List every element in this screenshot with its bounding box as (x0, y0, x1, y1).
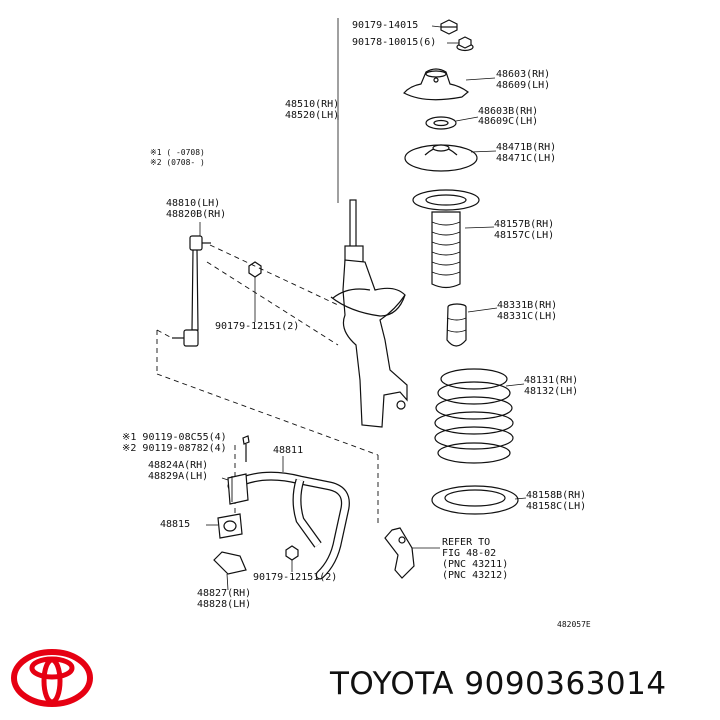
label-boot-b: 48157C(LH) (494, 230, 555, 241)
label-mount-b: 48609(LH) (496, 80, 551, 91)
label-bar-nut: 90179-12151(2) (253, 572, 338, 583)
dust-boot-part (412, 189, 495, 289)
brand-part-number: TOYOTA 9090363014 (330, 666, 667, 702)
top-flange-nut-part (456, 36, 474, 52)
label-boot-a: 48157B(RH) (494, 219, 555, 230)
figure-code: 482057E (557, 620, 591, 629)
strut-bearing-part (425, 116, 479, 130)
label-strut-a: 48510(RH) (285, 99, 340, 110)
note-2: ※2 (0708- ) (150, 158, 205, 167)
lower-spring-insulator-part (431, 485, 527, 515)
stabilizer-link-part (172, 222, 211, 347)
stabilizer-bracket-part (213, 551, 247, 591)
bracket-bolt-part (242, 435, 250, 462)
refer-line-1: REFER TO (442, 537, 491, 548)
refer-line-2: FIG 48-02 (442, 548, 497, 559)
label-link-nut: 90179-12151(2) (215, 321, 300, 332)
refer-line-4: (PNC 43212) (442, 570, 509, 581)
label-mount-a: 48603(RH) (496, 69, 551, 80)
bar-nut-part (285, 545, 299, 572)
label-spring-b: 48132(LH) (524, 386, 579, 397)
label-seat-b: 48471C(LH) (496, 153, 557, 164)
label-link-b: 48820B(RH) (166, 209, 227, 220)
label-bearing-b: 48609C(LH) (478, 116, 539, 127)
label-bumper-a: 48331B(RH) (497, 300, 558, 311)
label-bushing-lower: 48815 (160, 519, 191, 530)
stabilizer-bar-part (227, 456, 350, 580)
label-bushing-b: 48829A(LH) (148, 471, 209, 482)
steering-knuckle-reference (384, 527, 440, 579)
bump-stopper-part (446, 303, 498, 347)
label-bolt-a: ※1 90119-08C55(4) (122, 432, 227, 443)
label-nut-top-a: 90179-14015 (352, 20, 419, 31)
label-stabilizer-bar: 48811 (273, 445, 304, 456)
toyota-logo-icon (11, 649, 93, 707)
top-nut-part (440, 19, 458, 35)
link-nut-part (248, 261, 262, 322)
label-link-a: 48810(LH) (166, 198, 221, 209)
label-strut-b: 48520(LH) (285, 110, 340, 121)
stabilizer-bushing-part (221, 473, 249, 505)
label-bracket-b: 48828(LH) (197, 599, 252, 610)
note-1: ※1 ( -0708) (150, 148, 205, 157)
label-seat-a: 48471B(RH) (496, 142, 557, 153)
label-bearing-a: 48603B(RH) (478, 106, 539, 117)
upper-spring-seat-part (404, 144, 497, 172)
label-bracket-a: 48827(RH) (197, 588, 252, 599)
strut-mount-part (403, 68, 496, 101)
label-bumper-b: 48331C(LH) (497, 311, 558, 322)
coil-spring-part (434, 368, 525, 464)
label-bolt-b: ※2 90119-08782(4) (122, 443, 227, 454)
label-bushing-a: 48824A(RH) (148, 460, 209, 471)
dashed-guide-lines (156, 244, 379, 525)
refer-line-3: (PNC 43211) (442, 559, 509, 570)
label-spring-a: 48131(RH) (524, 375, 579, 386)
stabilizer-bushing-lower-part (206, 513, 243, 539)
shock-absorber-part (330, 18, 408, 428)
label-insulator-a: 48158B(RH) (526, 490, 587, 501)
label-nut-top-b: 90178-10015(6) (352, 37, 437, 48)
label-insulator-b: 48158C(LH) (526, 501, 587, 512)
